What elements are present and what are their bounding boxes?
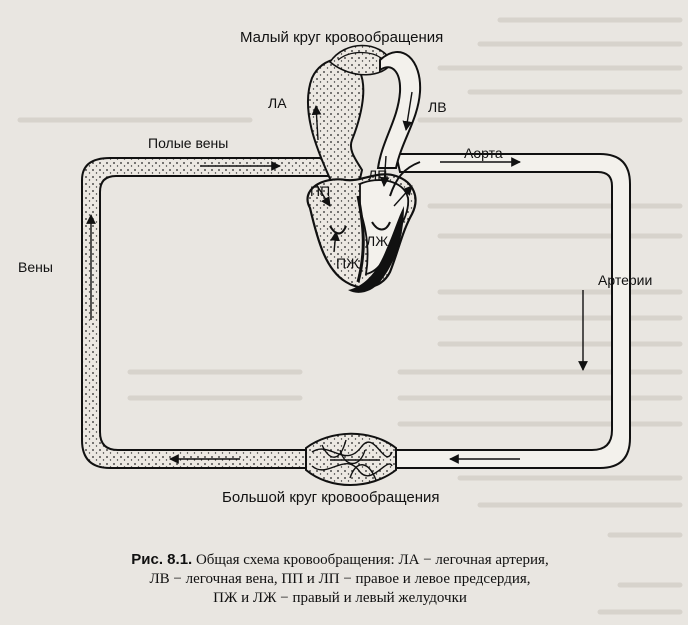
aorta-root (389, 161, 421, 197)
arrow-left-atrium (379, 155, 390, 187)
caption-text-1: Общая схема кровообращения: ЛА − легочна… (195, 552, 549, 568)
arrow-pulmonary-vein (402, 91, 413, 131)
heart (306, 161, 421, 293)
arrow-right-ventricle (330, 231, 340, 253)
label-la: ЛА (268, 95, 287, 111)
caption-line-3: ПЖ и ЛЖ − правый и левый желудочки (213, 590, 467, 606)
caption-line-1: Рис. 8.1. Общая схема кровообращения: ЛА… (60, 550, 620, 570)
label-hollow-veins: Полые вены (148, 135, 228, 151)
arrow-into-heart (315, 183, 331, 207)
systemic-venous-vessel (81, 157, 341, 469)
label-lzh: ЛЖ (366, 233, 388, 249)
pulmonary-circulation-title: Малый круг кровообращения (240, 29, 443, 46)
label-arteries: Артерии (598, 272, 652, 288)
systemic-arterial-vessel (391, 153, 631, 469)
label-veins: Вены (18, 259, 53, 275)
label-pzh: ПЖ (336, 255, 359, 271)
caption-line-2: ЛВ − легочная вена, ПП и ЛП − правое и л… (149, 571, 531, 587)
label-lp: ЛП (368, 167, 387, 183)
label-aorta: Аорта (464, 145, 503, 161)
interventricular-septum (356, 195, 365, 283)
systemic-circulation-title: Большой круг кровообращения (222, 489, 440, 506)
pulmonary-vein-vessel (376, 51, 422, 169)
systemic-capillary-network (305, 432, 397, 486)
arrow-pulmonary-artery (311, 105, 322, 141)
arrow-aorta-exit (393, 185, 413, 207)
label-pp: ПП (310, 183, 330, 199)
flow-arrows (86, 91, 588, 464)
circulation-diagram: Малый круг кровообращения ЛА ЛВ Полые ве… (18, 29, 652, 506)
label-lv: ЛВ (428, 99, 447, 115)
left-ventricle-wall (348, 206, 404, 293)
figure-caption: Рис. 8.1. Общая схема кровообращения: ЛА… (60, 550, 620, 608)
figure-number: Рис. 8.1. (131, 551, 193, 568)
